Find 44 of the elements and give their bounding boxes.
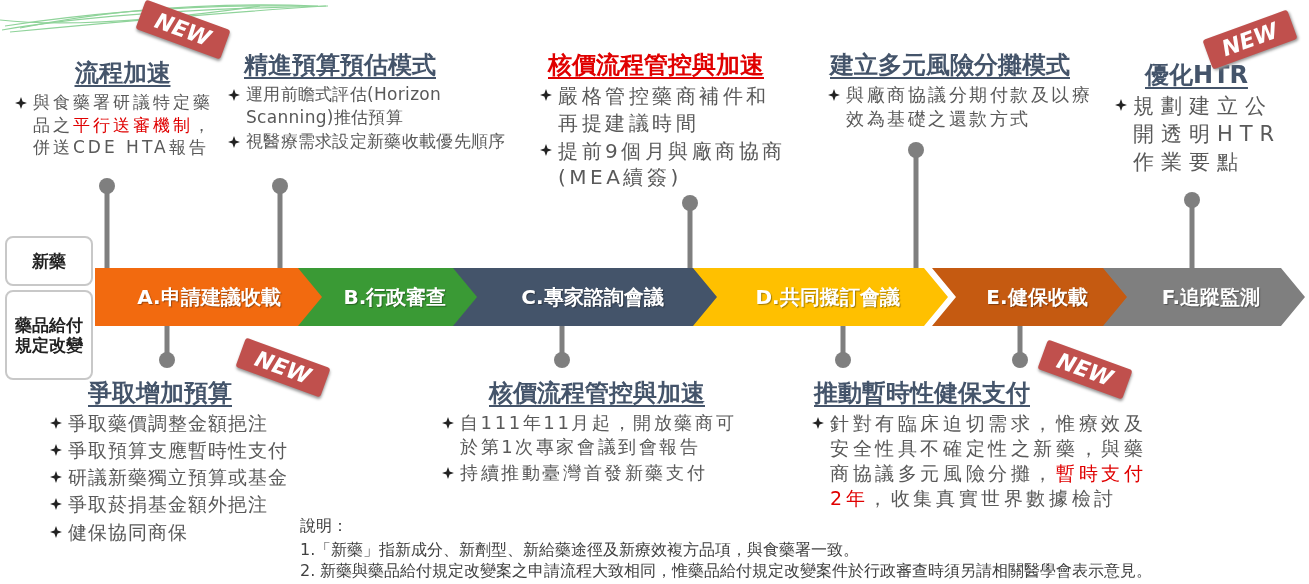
category-box: 新藥 (5, 236, 93, 286)
bullet-text: 爭取預算支應暫時性支付 (68, 438, 288, 464)
pin-line (1012, 326, 1028, 368)
pin-line (682, 195, 698, 268)
callout-heading: 流程加速 (74, 59, 171, 87)
pin-line (159, 326, 175, 368)
chevron-step: B.行政審查 (298, 268, 478, 326)
bullet-text: 爭取菸捐基金額外挹注 (68, 492, 268, 518)
chevron-step: A.申請建議收載 (95, 268, 323, 326)
callout-heading: 核價流程管控與加速 (489, 379, 705, 407)
bullet-text: 自111年11月起，開放藥商可於第1次專家會議到會報告 (460, 411, 738, 459)
note-text: 說明： (300, 516, 348, 537)
pin-line (554, 326, 570, 368)
chevron-step: F.追蹤監測 (1103, 268, 1305, 326)
bullet-text: 視醫療需求設定新藥收載優先順序 (246, 130, 506, 153)
pin-line (908, 142, 924, 268)
bullet-text: 健保協同商保 (68, 519, 188, 545)
bullet-text: 嚴格管控藥商補件和再提建議時間 (558, 83, 771, 136)
callout-heading: 精進預算預估模式 (244, 51, 436, 79)
bullet-text: 與食藥署研議特定藥品之平行送審機制，併送CDE HTA報告 (33, 91, 214, 159)
bullet-text: 與廠商協議分期付款及以療效為基礎之還款方式 (846, 83, 1093, 131)
bullet-text: 爭取藥價調整金額挹注 (68, 411, 268, 437)
chevron-step: D.共同擬訂會議 (693, 268, 948, 326)
pin-line (835, 326, 851, 368)
new-badge: NEW (135, 0, 231, 60)
pin-line (99, 178, 115, 268)
bullet-text: 規劃建立公開透明HTR作業要點 (1133, 93, 1283, 176)
bullet-text: 針對有臨床迫切需求，惟療效及安全性具不確定性之新藥，與藥商協議多元風險分攤，暫時支付2年，收集真實世界數據檢討 (830, 411, 1148, 512)
bullet-text: 研議新藥獨立預算或基金 (68, 465, 288, 491)
note-text: 2. 新藥與藥品給付規定改變案之申請流程大致相同，惟藥品給付規定改變案件於行政審查時須另請相關醫學會表示意見。 (300, 561, 1153, 582)
pin-line (272, 178, 288, 268)
new-badge: NEW (235, 337, 331, 398)
callout-heading: 核價流程管控與加速 (548, 51, 764, 79)
bullet-text: 提前9個月與廠商協商(MEA續簽) (558, 137, 787, 191)
bullet-text: 運用前瞻式評估(Horizon Scanning)推估預算 (246, 83, 443, 129)
callout-heading: 爭取增加預算 (88, 379, 232, 407)
bullet-text: 持續推動臺灣首發新藥支付 (460, 460, 708, 485)
new-badge: NEW (1037, 339, 1133, 400)
callout-heading: 推動暫時性健保支付 (814, 379, 1030, 407)
category-box: 藥品給付規定改變 (5, 290, 93, 380)
note-text: 1.「新藥」指新成分、新劑型、新給藥途徑及新療效複方品項，與食藥署一致。 (300, 540, 860, 561)
pin-line (1184, 192, 1200, 268)
chevron-step: E.健保收載 (932, 268, 1128, 326)
callout-heading: 建立多元風險分攤模式 (830, 51, 1070, 79)
